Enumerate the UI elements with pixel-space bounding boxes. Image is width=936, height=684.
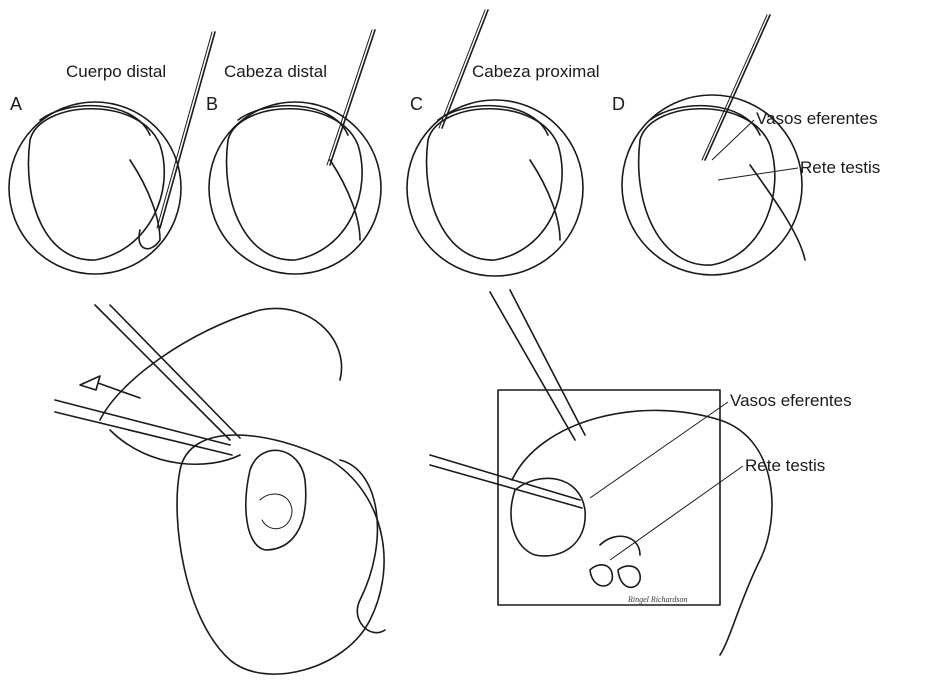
label-rete-testis-top: Rete testis xyxy=(800,158,880,177)
label-cabeza-distal: Cabeza distal xyxy=(224,62,327,81)
needle-right xyxy=(430,455,580,500)
retractor-right xyxy=(510,290,585,435)
needle-b-inner xyxy=(327,30,372,165)
surgical-view-left xyxy=(55,305,385,674)
leader-rete-testis-top xyxy=(718,168,798,180)
magnified-frame xyxy=(498,390,720,605)
testis-tubules-d xyxy=(639,109,775,265)
surgical-view-right: Vasos eferentes Rete testis Ringel Richa… xyxy=(430,290,852,655)
panel-b: B Cabeza distal xyxy=(206,30,381,274)
testis-outline-c xyxy=(407,100,583,276)
needle-a xyxy=(160,32,215,228)
aspiration-needle xyxy=(55,400,230,445)
needle-b xyxy=(330,30,375,165)
aspiration-needle-shaft xyxy=(55,412,232,455)
label-vasos-eferentes-top: Vasos eferentes xyxy=(756,109,878,128)
epididymis-a xyxy=(40,106,160,249)
tunica-edge xyxy=(512,410,772,655)
leader-rete-testis-bottom xyxy=(610,466,743,560)
panel-letter-b: B xyxy=(206,94,218,114)
epididymis-c xyxy=(438,106,560,240)
forceps-upper xyxy=(95,305,230,440)
testis-tubules-c xyxy=(427,109,563,260)
panel-a: A Cuerpo distal xyxy=(9,32,215,274)
testis-exposed xyxy=(177,435,384,674)
thumbnail xyxy=(260,494,292,529)
artist-signature: Ringel Richardson xyxy=(627,595,687,604)
label-cuerpo-distal: Cuerpo distal xyxy=(66,62,166,81)
retractor-left xyxy=(490,292,575,440)
label-cabeza-proximal: Cabeza proximal xyxy=(472,62,600,81)
testis-outline-a xyxy=(9,102,181,274)
label-vasos-eferentes-bottom: Vasos eferentes xyxy=(730,391,852,410)
direction-arrow-icon xyxy=(80,376,140,398)
panel-letter-d: D xyxy=(612,94,625,114)
panel-d: D Vasos eferentes Rete testis xyxy=(612,15,880,275)
thumb xyxy=(246,450,306,550)
panel-letter-c: C xyxy=(410,94,423,114)
needle-right-shaft xyxy=(430,465,582,508)
epididymis-b xyxy=(238,106,360,240)
leader-vasos-eferentes-top xyxy=(712,120,754,160)
panel-c: C Cabeza proximal xyxy=(407,10,600,276)
epididymis-exposed xyxy=(340,460,385,633)
leader-vasos-eferentes-bottom xyxy=(590,402,728,498)
needle-d xyxy=(705,15,770,160)
panel-letter-a: A xyxy=(10,94,22,114)
label-rete-testis-bottom: Rete testis xyxy=(745,456,825,475)
